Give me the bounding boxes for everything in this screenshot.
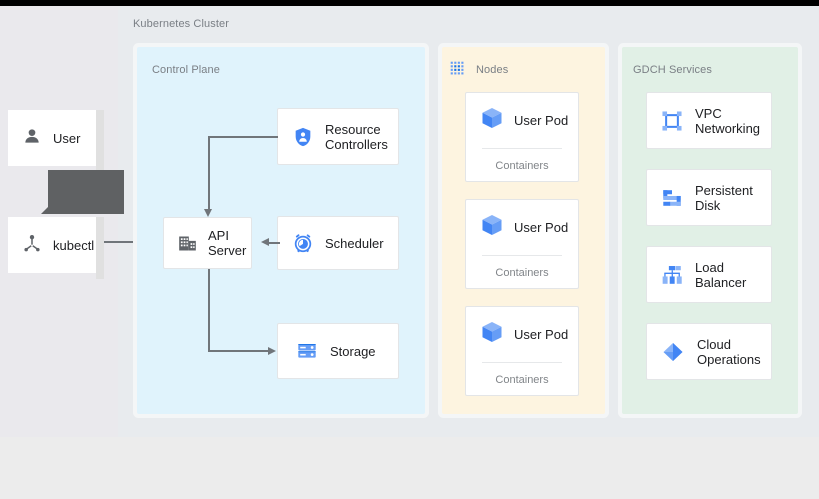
actor-kubectl-label: kubectl bbox=[53, 237, 95, 253]
service-vpc-networking-label: VPC Networking bbox=[695, 105, 761, 136]
pod-card-3[interactable]: User Pod Containers bbox=[465, 306, 579, 396]
panel-nodes-title: Nodes bbox=[476, 64, 509, 76]
connector-kubectl-to-apiserver bbox=[104, 241, 161, 243]
connector-scheduler-to-apiserver bbox=[268, 242, 280, 244]
connector-controllers-to-apiserver-h bbox=[208, 136, 278, 138]
cube-icon bbox=[480, 320, 504, 349]
building-icon bbox=[177, 233, 198, 254]
pod-card-1-divider bbox=[482, 148, 562, 149]
background-left-strip-upper bbox=[0, 6, 118, 105]
connector-apiserver-to-storage-h bbox=[208, 350, 270, 352]
load-balancer-icon bbox=[661, 264, 683, 286]
service-load-balancer-label: Load Balancer bbox=[695, 259, 747, 290]
panel-control-plane-title: Control Plane bbox=[152, 64, 220, 76]
tooltip-callout bbox=[48, 170, 124, 214]
pod-card-1-head: User Pod bbox=[466, 93, 578, 148]
cluster-title: Kubernetes Cluster bbox=[133, 18, 229, 30]
service-cloud-operations-label: Cloud Operations bbox=[697, 336, 761, 367]
server-rack-icon bbox=[296, 340, 318, 362]
kubectl-icon bbox=[22, 233, 42, 258]
arrow-apiserver-to-storage-icon bbox=[268, 346, 276, 355]
service-vpc-networking[interactable]: VPC Networking bbox=[646, 92, 772, 149]
node-scheduler[interactable]: Scheduler bbox=[277, 216, 399, 270]
node-api-server[interactable]: API Server bbox=[163, 217, 252, 269]
pod-card-2-divider bbox=[482, 255, 562, 256]
cube-icon bbox=[480, 213, 504, 242]
persistent-disk-icon bbox=[661, 187, 683, 209]
connector-controllers-to-apiserver-v bbox=[208, 136, 210, 211]
pod-card-3-head: User Pod bbox=[466, 307, 578, 362]
node-storage[interactable]: Storage bbox=[277, 323, 399, 379]
vpc-network-icon bbox=[661, 110, 683, 132]
pod-card-2[interactable]: User Pod Containers bbox=[465, 199, 579, 289]
arrow-controllers-to-apiserver-icon bbox=[204, 209, 213, 217]
alarm-clock-icon bbox=[292, 232, 314, 254]
arrow-scheduler-to-apiserver-icon bbox=[261, 237, 269, 246]
node-storage-label: Storage bbox=[330, 343, 376, 359]
cube-icon bbox=[480, 106, 504, 135]
pod-card-3-sublabel: Containers bbox=[495, 374, 549, 386]
node-api-server-label: API Server bbox=[208, 228, 247, 258]
kubectl-card-shadow bbox=[96, 217, 104, 279]
pod-card-1-sublabel: Containers bbox=[495, 160, 549, 172]
dotted-grid-icon bbox=[450, 61, 467, 83]
service-cloud-operations[interactable]: Cloud Operations bbox=[646, 323, 772, 380]
person-icon bbox=[22, 126, 42, 151]
service-persistent-disk[interactable]: Persistent Disk bbox=[646, 169, 772, 226]
user-card-shadow bbox=[96, 110, 104, 172]
pod-card-2-label: User Pod bbox=[514, 220, 569, 235]
actor-kubectl[interactable]: kubectl bbox=[8, 217, 96, 273]
panel-gdch-services-title: GDCH Services bbox=[633, 64, 712, 76]
node-resource-controllers[interactable]: Resource Controllers bbox=[277, 108, 399, 165]
pod-card-2-head: User Pod bbox=[466, 200, 578, 255]
pod-card-2-sublabel: Containers bbox=[495, 267, 549, 279]
pod-card-1[interactable]: User Pod Containers bbox=[465, 92, 579, 182]
node-scheduler-label: Scheduler bbox=[325, 235, 384, 251]
pod-card-3-divider bbox=[482, 362, 562, 363]
actor-user[interactable]: User bbox=[8, 110, 96, 166]
top-black-bar bbox=[0, 0, 819, 6]
tooltip-tail-icon bbox=[41, 205, 50, 214]
connector-apiserver-to-storage-v bbox=[208, 269, 210, 351]
actor-user-label: User bbox=[53, 130, 81, 146]
pod-card-1-label: User Pod bbox=[514, 113, 569, 128]
pod-card-3-label: User Pod bbox=[514, 327, 569, 342]
node-resource-controllers-label: Resource Controllers bbox=[325, 121, 388, 152]
service-persistent-disk-label: Persistent Disk bbox=[695, 182, 753, 213]
service-load-balancer[interactable]: Load Balancer bbox=[646, 246, 772, 303]
shield-person-icon bbox=[292, 126, 314, 148]
cloud-operations-icon bbox=[661, 340, 685, 364]
background-bottom-area bbox=[0, 437, 819, 499]
